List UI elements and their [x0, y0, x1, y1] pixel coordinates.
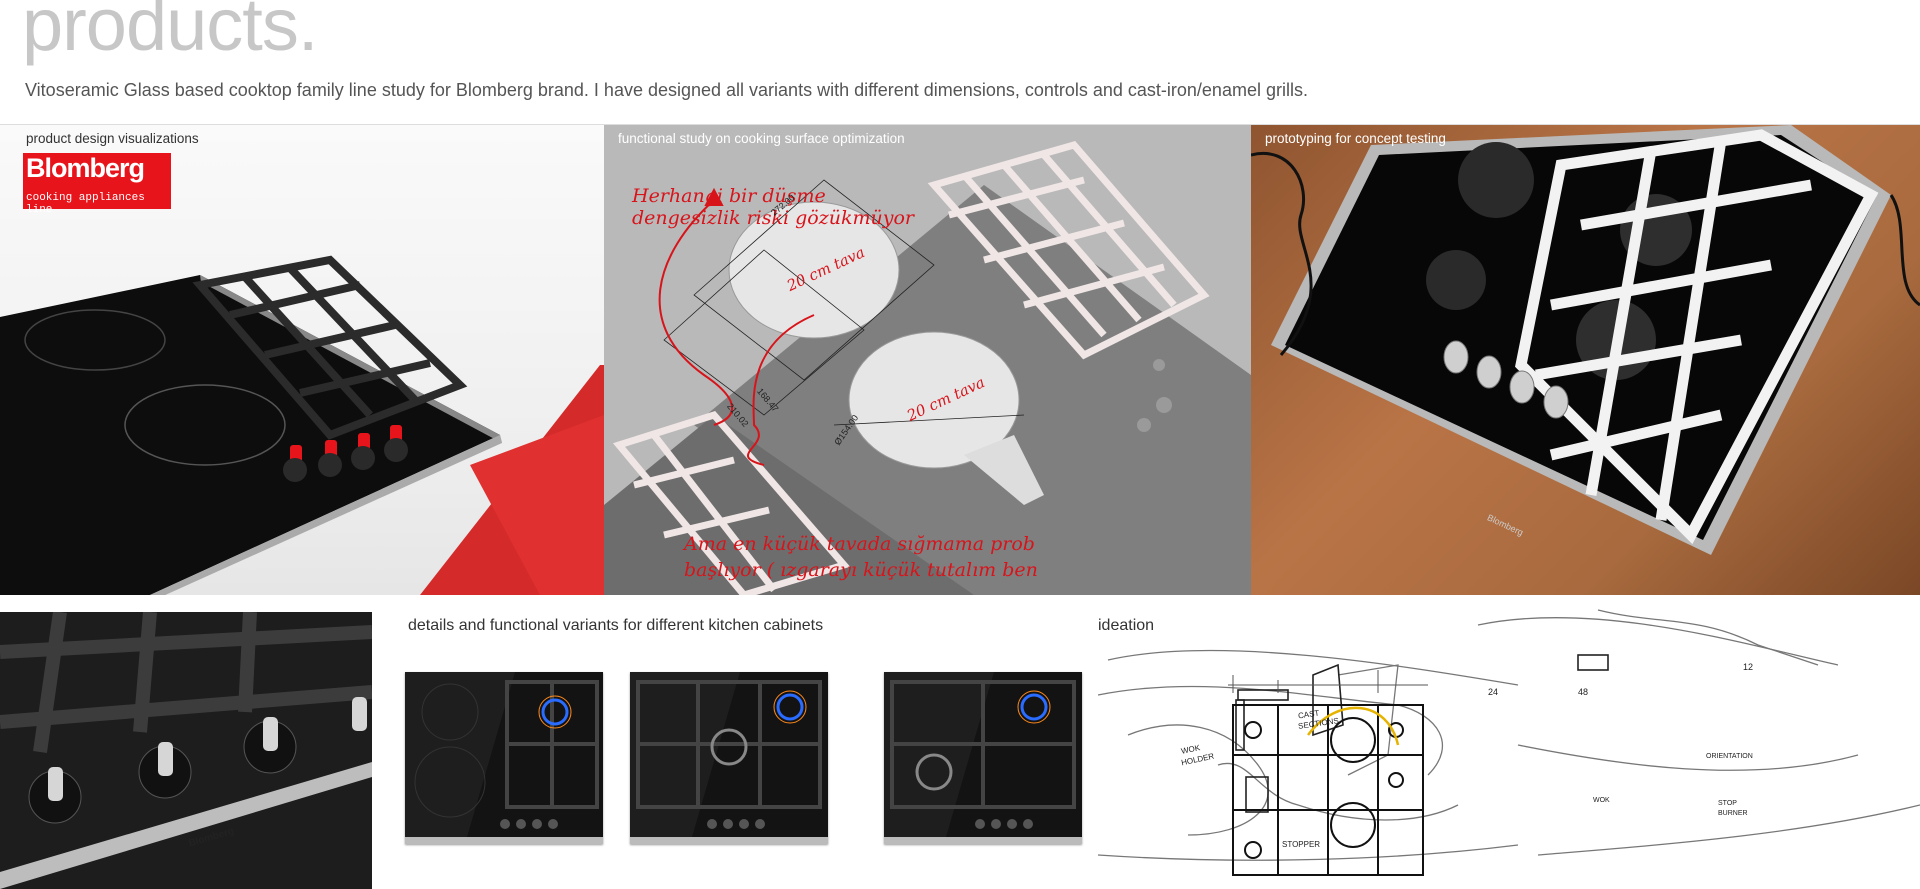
knob-closeup-panel: Blomberg [0, 612, 372, 889]
variant-thumbnail-3 [884, 672, 1082, 844]
functional-study-panel: functional study on cooking surface opti… [604, 125, 1251, 595]
sketch-note-orientation: ORIENTATION [1706, 753, 1753, 760]
prototyping-panel: prototyping for concept testing Blomberg [1251, 125, 1920, 595]
logo-brand: Blomberg [26, 153, 145, 183]
note-top-line-2: dengesizlik riski gözükmüyor [632, 207, 915, 229]
ideation-label: ideation [1098, 617, 1155, 634]
cooktop-render-illustration [0, 255, 604, 595]
prototype-photo-illustration [1251, 125, 1920, 555]
prototyping-label: prototyping for concept testing [1265, 131, 1446, 146]
note-bottom-line-1: Ama en küçük tavada sığmama prob [684, 533, 1035, 555]
cooktop-variant-3-icon [884, 672, 1082, 844]
ideation-sketch: CAST SECTIONS WOK HOLDER STOPPER 24 48 1… [1098, 605, 1920, 889]
variant-thumbnail-2 [630, 672, 828, 844]
visualization-label: product design visualizations [26, 131, 199, 146]
sketch-note-stop: STOP [1718, 800, 1737, 807]
visualization-panel: product design visualizations Blomberg c… [0, 125, 604, 595]
sketch-note-burner: BURNER [1718, 810, 1748, 817]
header-divider [0, 124, 1920, 125]
sketch-note-stopper: STOPPER [1282, 840, 1321, 849]
details-label: details and functional variants for diff… [408, 617, 824, 634]
page-subtitle: Vitoseramic Glass based cooktop family l… [25, 80, 1308, 100]
sketch-note-wok-2: WOK [1593, 797, 1610, 804]
note-top-line-1: Herhangi bir düşme [632, 185, 826, 207]
functional-study-label: functional study on cooking surface opti… [618, 131, 905, 146]
cooktop-variant-2-icon [630, 672, 828, 844]
sketch-dim-48: 48 [1578, 687, 1589, 697]
cooktop-variant-1-icon [405, 672, 603, 844]
knob-closeup-illustration [0, 612, 372, 889]
sketch-dim-12: 12 [1743, 662, 1754, 672]
note-bottom-line-2: başlıyor ( ızgarayı küçük tutalım ben [684, 559, 1038, 581]
variant-thumbnail-1 [405, 672, 603, 844]
blomberg-logo: Blomberg cooking appliances line [23, 153, 171, 216]
ideation-sketch-drawing [1098, 609, 1920, 876]
logo-tagline: cooking appliances line [26, 192, 145, 216]
page-title: products. [22, 0, 318, 66]
cad-study-illustration [604, 141, 1251, 595]
sketch-dim-24: 24 [1488, 687, 1499, 697]
